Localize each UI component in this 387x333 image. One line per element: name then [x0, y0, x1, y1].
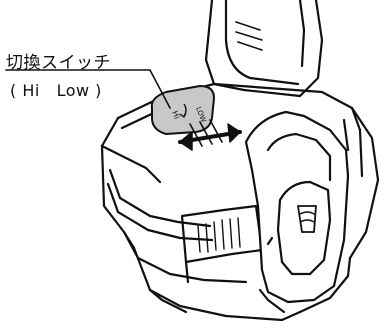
callout-subtitle: ( Hi Low ) [10, 81, 102, 100]
switch-hi-mark: Hi [170, 109, 181, 120]
release-button [180, 204, 264, 284]
switch-arrow-mark [179, 103, 187, 118]
double-arrow-icon [178, 119, 242, 151]
callout-leader-line [5, 69, 171, 109]
callout-title: 切換スイッチ [6, 53, 111, 73]
mode-switch-lever [150, 85, 215, 135]
belt-hook [244, 110, 350, 304]
drill-handle [204, 0, 324, 98]
battery-body [100, 106, 380, 322]
